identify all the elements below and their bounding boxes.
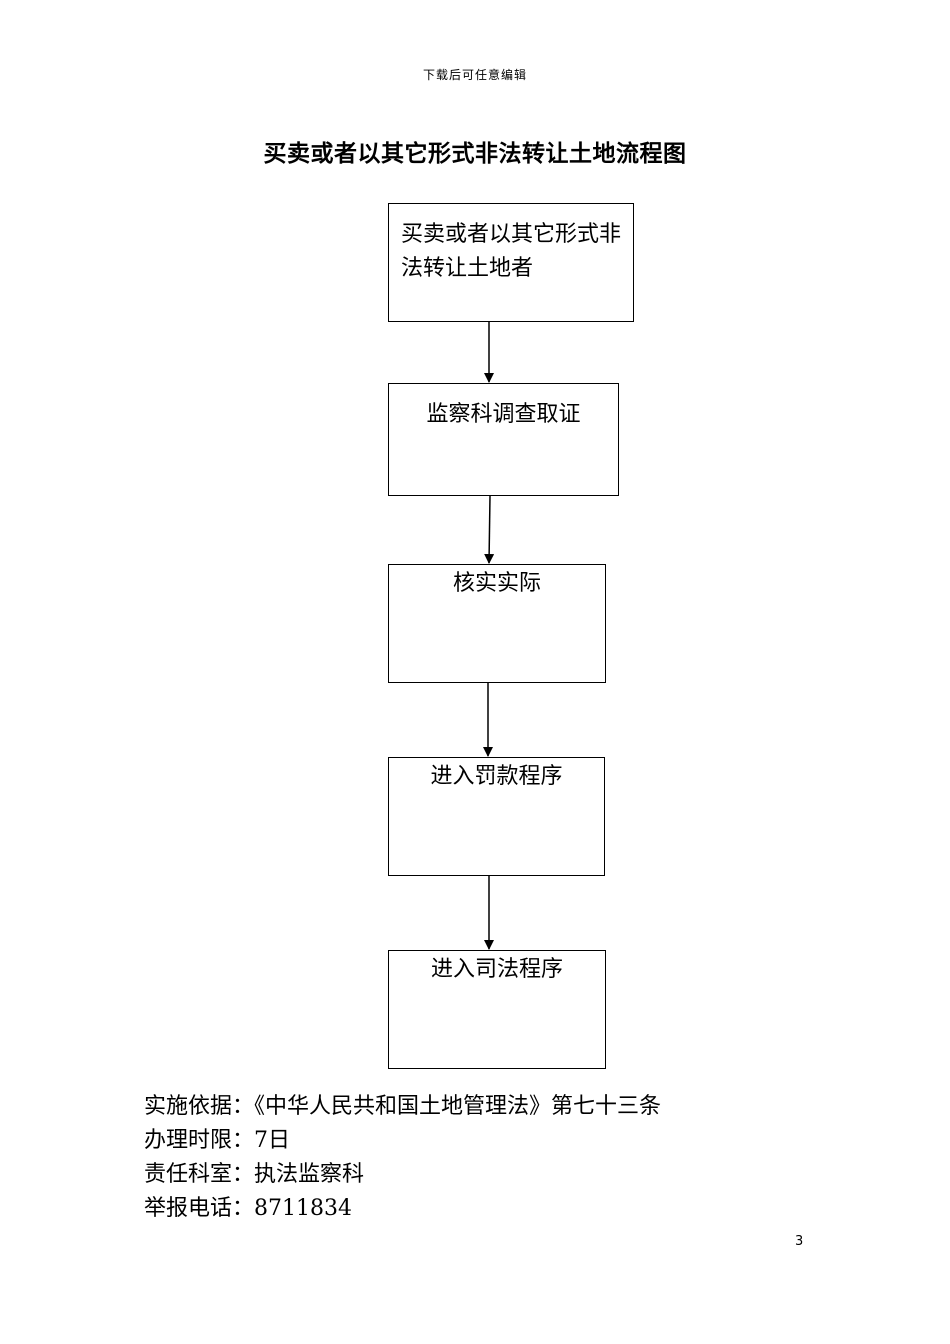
page-number: 3 [795,1234,804,1249]
phone-label: 举报电话： [144,1196,255,1221]
flow-step-label: 监察科调查取证 [426,402,581,427]
office-label: 责任科室： [144,1162,255,1187]
flow-step-investigation: 监察科调查取证 [388,383,619,496]
flow-step-label: 核实实际 [452,571,541,596]
arrow-2-3 [484,495,495,564]
office-value: 执法监察科 [254,1162,365,1187]
info-block: 实施依据：《中华人民共和国土地管理法》第七十三条 办理时限：7日 责任科室：执法… [144,1090,661,1226]
basis-value: 《中华人民共和国土地管理法》第七十三条 [254,1094,662,1119]
info-row-phone: 举报电话：8711834 [144,1192,661,1226]
info-row-basis: 实施依据：《中华人民共和国土地管理法》第七十三条 [144,1090,661,1124]
deadline-value: 7日 [254,1128,291,1153]
flow-step-label: 买卖或者以其它形式非法转让土地者 [401,222,622,281]
flow-step-fine-procedure: 进入罚款程序 [388,757,605,876]
basis-label: 实施依据： [144,1094,255,1119]
deadline-label: 办理时限： [144,1128,255,1153]
header-note: 下载后可任意编辑 [422,68,527,82]
flow-step-label: 进入司法程序 [430,957,563,982]
flow-step-verification: 核实实际 [388,564,606,683]
page-title: 买卖或者以其它形式非法转让土地流程图 [263,141,687,167]
info-row-deadline: 办理时限：7日 [144,1124,661,1158]
info-row-office: 责任科室：执法监察科 [144,1158,661,1192]
flow-step-label: 进入罚款程序 [430,764,563,789]
flow-step-offender: 买卖或者以其它形式非法转让土地者 [388,203,634,322]
phone-value: 8711834 [254,1196,352,1221]
flow-step-judicial-procedure: 进入司法程序 [388,950,606,1069]
